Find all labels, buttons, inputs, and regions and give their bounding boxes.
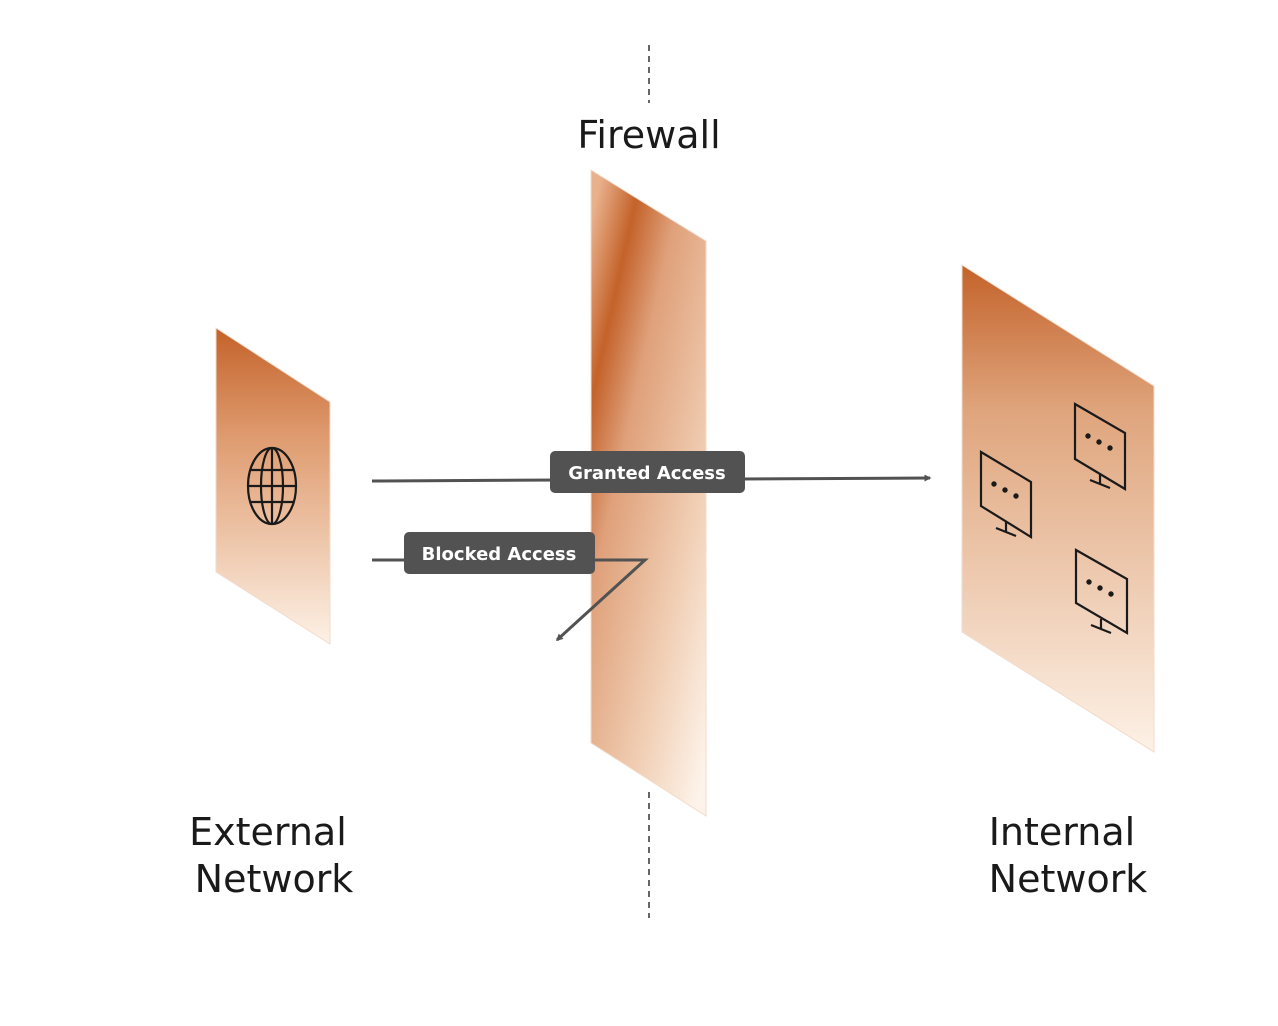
granted-access-badge: Granted Access [550, 451, 745, 493]
internal-network-label-line2: Network [989, 857, 1148, 901]
monitor-icon [1073, 402, 1127, 491]
globe-icon [246, 446, 298, 526]
external-network-label-line1: External [189, 810, 347, 854]
internal-network-label: Internal Network [989, 810, 1148, 901]
internal-network-panel [961, 264, 1155, 753]
external-network-label-line2: Network [195, 857, 354, 901]
firewall-label: Firewall [577, 113, 720, 157]
external-network-label: External Network [189, 810, 359, 901]
internal-network-label-line1: Internal [989, 810, 1135, 854]
blocked-access-badge: Blocked Access [404, 532, 595, 574]
blocked-access-label: Blocked Access [422, 544, 577, 565]
monitor-icon [1074, 548, 1129, 635]
granted-access-label: Granted Access [568, 463, 725, 484]
monitor-icon [979, 450, 1033, 539]
